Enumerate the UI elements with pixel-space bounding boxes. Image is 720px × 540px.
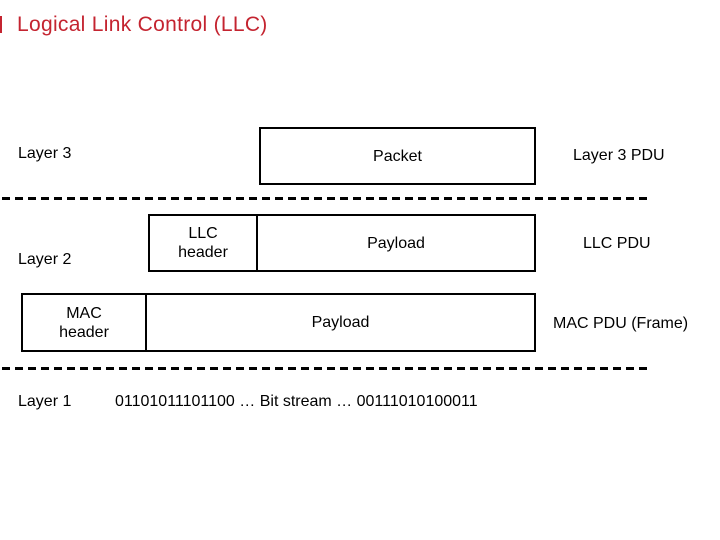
mac-header-cell: MAC header [23, 295, 147, 350]
dashed-separator-top [2, 197, 648, 200]
layer2-label: Layer 2 [18, 251, 72, 268]
left-edge-mark [0, 16, 2, 33]
packet-box: Packet [259, 127, 536, 185]
layer3-label: Layer 3 [18, 145, 72, 162]
llc-pdu-box: LLC header Payload [148, 214, 536, 272]
page-title: Logical Link Control (LLC) [17, 13, 268, 36]
bitstream-text: 01101011101100 … Bit stream … 0011101010… [115, 393, 478, 410]
packet-box-label: Packet [373, 147, 422, 165]
llc-payload-cell: Payload [367, 234, 425, 252]
mac-pdu-label: MAC PDU (Frame) [553, 315, 689, 332]
mac-payload-cell: Payload [311, 314, 370, 331]
layer3-pdu-label: Layer 3 PDU [573, 147, 665, 164]
mac-pdu-box: MAC header Payload [21, 293, 536, 352]
llc-header-cell: LLC header [150, 216, 258, 270]
layer1-label: Layer 1 [18, 393, 72, 410]
llc-pdu-label: LLC PDU [583, 235, 651, 252]
dashed-separator-bottom [2, 367, 650, 370]
